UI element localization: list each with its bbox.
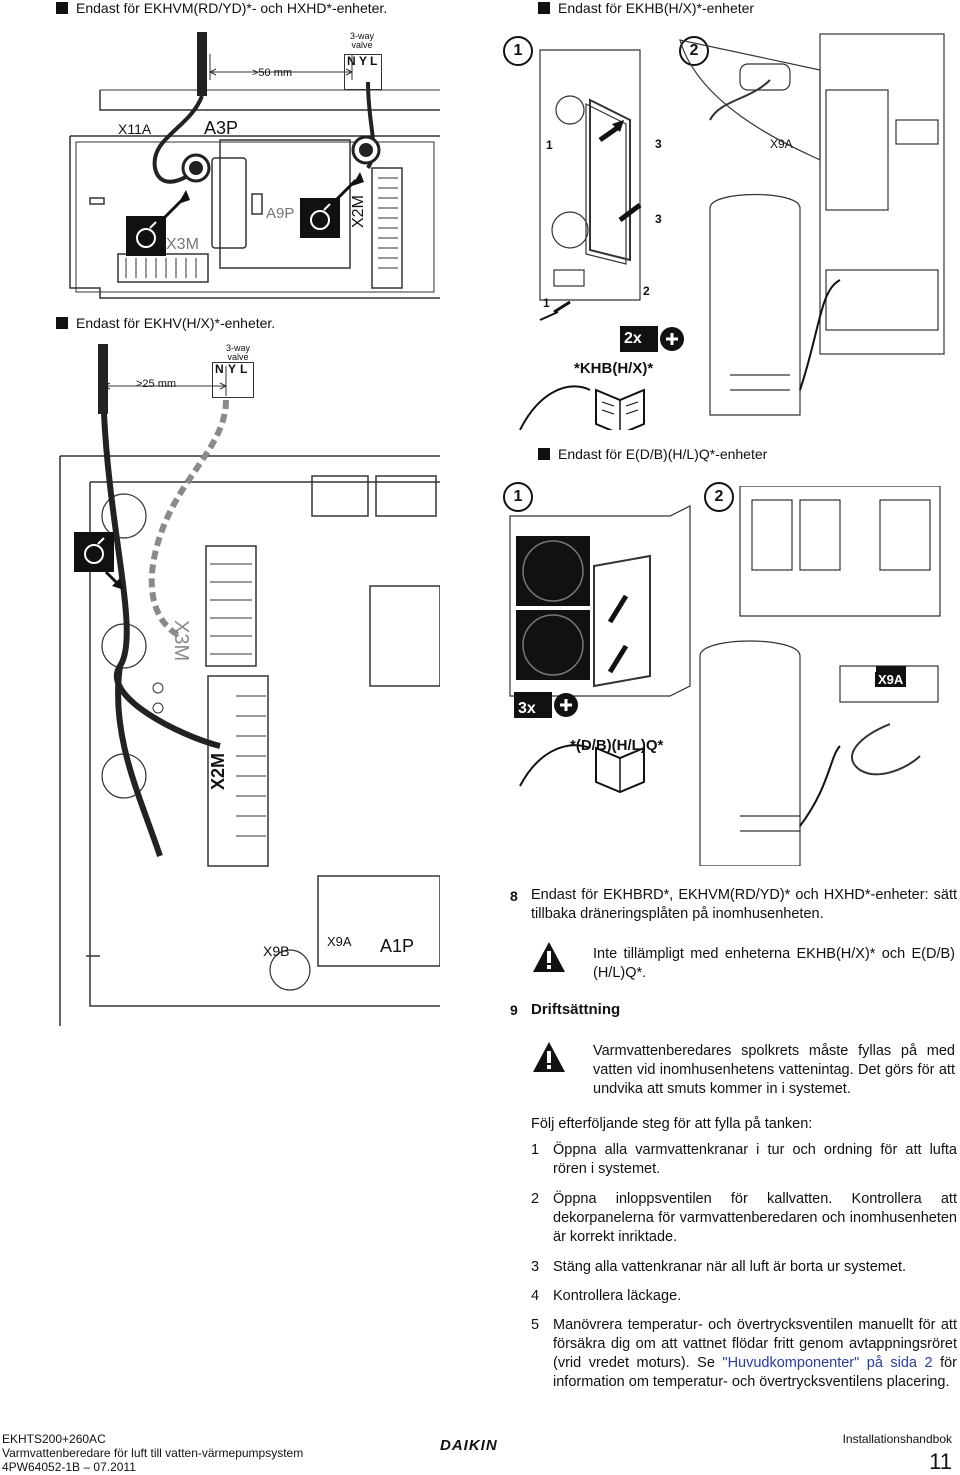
- x11a-label: X11A: [118, 121, 152, 137]
- footer-page-number: 11: [929, 1449, 952, 1474]
- footer-model: EKHTS200+260AC: [2, 1432, 106, 1446]
- x3m-label-top: X3M: [166, 236, 199, 253]
- fill-step-text: Manövrera temperatur- och övertrycksvent…: [553, 1317, 958, 1390]
- callout-1: 1: [503, 36, 533, 66]
- x9a-label-lower: X9A: [875, 672, 907, 687]
- screws-2x-label: 2x: [624, 330, 642, 347]
- wire-l-label-mid: L: [240, 362, 248, 376]
- screwdriver-icon: [620, 326, 684, 352]
- fill-step-text: Kontrollera läckage.: [553, 1288, 682, 1304]
- three-way-valve-label-mid: 3-way valve: [225, 343, 250, 362]
- warning-1-text: Inte tillämpligt med enheterna EKHB(H/X)…: [593, 946, 955, 981]
- wire-y-label-mid: Y: [228, 362, 237, 376]
- screwdriver-icon: [514, 692, 578, 718]
- step-9-number: 9: [510, 1002, 518, 1018]
- section-title-ekhv: Endast för EKHV(H/X)*-enheter.: [56, 315, 275, 331]
- a3p-label: A3P: [204, 118, 239, 138]
- manual-reference-icon: [519, 744, 645, 794]
- wire-l-label: L: [370, 54, 378, 68]
- step-2-label: 2: [643, 284, 650, 298]
- wire-n-label-mid: N: [215, 362, 224, 376]
- ref-dbhlq-label: *(D/B)(H/L)Q*: [570, 737, 664, 754]
- ekhb-procedure-figure: [519, 33, 945, 430]
- fill-step-3: 3 Stäng alla vattenkranar när all luft ä…: [531, 1258, 957, 1277]
- wire-y-label: Y: [359, 54, 368, 68]
- warning-2-text: Varmvattenberedares spolkrets måste fyll…: [593, 1043, 955, 1097]
- fill-step-text: Stäng alla vattenkranar när all luft är …: [553, 1259, 907, 1275]
- bullet-square-icon: [56, 2, 68, 14]
- wire-tag-mid: [212, 362, 254, 398]
- knockout-icon: [300, 198, 340, 238]
- huvudkomponenter-link[interactable]: "Huvudkomponenter" på sida 2: [722, 1355, 933, 1371]
- fill-step-2: 2 Öppna inloppsventilen för kallvatten. …: [531, 1190, 957, 1247]
- fill-step-text: Öppna alla varmvattenkranar i tur och or…: [553, 1142, 957, 1177]
- section-title-ekhb: Endast för EKHB(H/X)*-enheter: [538, 0, 754, 16]
- fill-step-number: 2: [531, 1191, 540, 1207]
- footer-product: Varmvattenberedare för luft till vatten-…: [2, 1446, 304, 1460]
- step-9-title: Driftsättning: [531, 1001, 621, 1018]
- wire-tag-top: [344, 54, 382, 90]
- knockout-icon: [126, 216, 166, 256]
- section-title-edbhlq: Endast för E(D/B)(H/L)Q*-enheter: [538, 446, 767, 462]
- screws-3x-label: 3x: [518, 700, 536, 717]
- step-1-label: 1: [546, 138, 553, 152]
- fill-step-number: 3: [531, 1259, 540, 1275]
- ekhv-wiring-figure: [59, 344, 440, 1026]
- fill-intro-text: Följ efterföljande steg för att fylla på…: [531, 1116, 813, 1132]
- step-8-number: 8: [510, 888, 518, 904]
- fill-step-1: 1 Öppna alla varmvattenkranar i tur och …: [531, 1141, 957, 1179]
- ekhvm-wiring-figure: [69, 32, 440, 299]
- ref-khb-label: *KHB(H/X)*: [574, 360, 654, 377]
- bullet-square-icon: [56, 317, 68, 329]
- warning-icon: [533, 1042, 565, 1072]
- bullet-square-icon: [538, 448, 550, 460]
- daikin-logo: DAIKIN: [440, 1437, 498, 1454]
- footer-manual: Installationshandbok: [842, 1432, 952, 1446]
- knockout-icon: [74, 532, 114, 572]
- a1p-label: A1P: [380, 936, 415, 956]
- a9p-label: A9P: [266, 205, 295, 222]
- section-title-ekhvm: Endast för EKHVM(RD/YD)*- och HXHD*-enhe…: [56, 0, 387, 16]
- x9a-label-top: X9A: [770, 137, 793, 151]
- fill-step-number: 5: [531, 1317, 540, 1333]
- footer-doc-id: 4PW64052-1B – 07.2011: [2, 1460, 136, 1474]
- x9a-label-mid: X9A: [327, 934, 352, 949]
- step-3-label: 3: [655, 137, 662, 151]
- fill-step-text: Öppna inloppsventilen för kallvatten. Ko…: [553, 1191, 957, 1245]
- fill-step-5: 5 Manövrera temperatur- och övertrycksve…: [531, 1316, 957, 1392]
- three-way-valve-label-top: 3-way valve: [349, 31, 374, 50]
- step-1-label-lower: 1: [543, 296, 550, 310]
- x3m-label-mid: X3M: [170, 620, 192, 662]
- wire-n-label: N: [347, 54, 356, 68]
- step-3-label-lower: 3: [655, 212, 662, 226]
- manual-reference-icon: [519, 385, 645, 430]
- fill-step-number: 1: [531, 1142, 540, 1158]
- edbhlq-procedure-figure: [509, 486, 941, 866]
- distance-50mm-label: >50 mm: [252, 67, 293, 79]
- bullet-square-icon: [538, 2, 550, 14]
- x2m-label-top: X2M: [350, 195, 367, 228]
- callout-2-lower: 2: [704, 482, 734, 512]
- fill-step-number: 4: [531, 1288, 540, 1304]
- x9b-label: X9B: [263, 943, 290, 959]
- distance-25mm-label: >25 mm: [136, 378, 177, 390]
- x2m-label-mid: X2M: [208, 752, 228, 790]
- callout-1-lower: 1: [503, 482, 533, 512]
- warning-icon: [533, 942, 565, 972]
- fill-step-4: 4 Kontrollera läckage.: [531, 1287, 957, 1306]
- step-8-text: Endast för EKHBRD*, EKHVM(RD/YD)* och HX…: [531, 887, 957, 922]
